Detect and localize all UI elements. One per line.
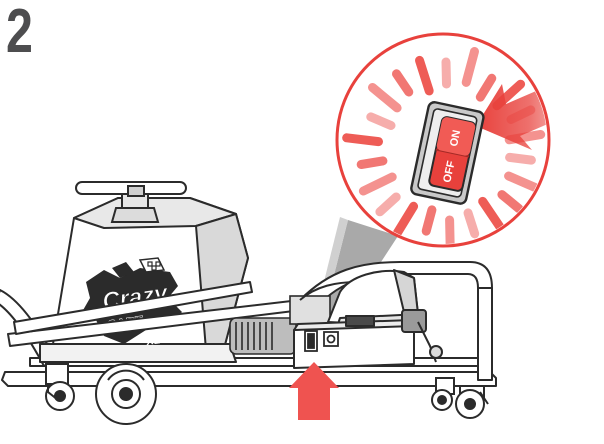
- logo-badge-text: XL: [145, 334, 162, 348]
- burst-ray: [361, 161, 383, 165]
- step-number: 2: [6, 0, 33, 68]
- burst-ray: [446, 62, 447, 84]
- front-wheel: [96, 364, 156, 424]
- magnifier-callout: ON OFF: [337, 34, 594, 252]
- power-switch-small: [305, 331, 317, 351]
- indicator-up-arrow: [289, 362, 339, 420]
- burst-ray: [510, 157, 532, 160]
- caster-front-left: [46, 364, 74, 410]
- burst-ray: [347, 138, 379, 142]
- burst-ray: [468, 213, 475, 234]
- caster-rear-left: [432, 378, 454, 410]
- caster-rear-right: [456, 386, 488, 418]
- burst-ray: [426, 210, 432, 231]
- charge-port: [324, 332, 338, 346]
